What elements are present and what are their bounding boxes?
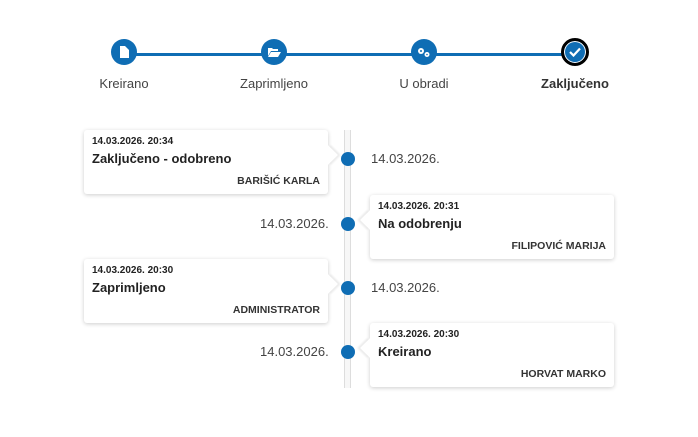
timeline-dot — [341, 345, 355, 359]
card-title: Kreirano — [378, 344, 432, 359]
timeline-date: 14.03.2026. — [371, 151, 440, 166]
timeline-card: 14.03.2026. 20:30 Kreirano HORVAT MARKO — [360, 323, 614, 387]
stepper-line — [124, 53, 575, 56]
step-label: Zaključeno — [541, 76, 609, 91]
step-label: Kreirano — [99, 76, 149, 91]
card-user: ADMINISTRATOR — [232, 304, 320, 316]
card-title: Zaključeno - odobreno — [92, 151, 232, 166]
timeline-date: 14.03.2026. — [260, 344, 329, 359]
step-zakljuceno: Zaključeno — [515, 38, 635, 91]
card-user: BARIŠIĆ KARLA — [237, 175, 320, 187]
cogs-icon — [411, 39, 437, 65]
step-label: Zaprimljeno — [240, 76, 308, 91]
timeline-card: 14.03.2026. 20:30 Zaprimljeno ADMINISTRA… — [84, 259, 338, 323]
timeline-date: 14.03.2026. — [260, 216, 329, 231]
step-kreirano: Kreirano — [64, 39, 184, 91]
card-timestamp: 14.03.2026. 20:34 — [92, 136, 174, 147]
card-timestamp: 14.03.2026. 20:31 — [378, 201, 460, 212]
check-icon — [561, 38, 589, 66]
timeline-card: 14.03.2026. 20:31 Na odobrenju FILIPOVIĆ… — [360, 195, 614, 259]
timeline-dot — [341, 281, 355, 295]
timeline-dot — [341, 217, 355, 231]
card-user: FILIPOVIĆ MARIJA — [511, 240, 606, 252]
step-zaprimljeno: Zaprimljeno — [214, 39, 334, 91]
card-timestamp: 14.03.2026. 20:30 — [92, 265, 174, 276]
timeline-axis — [344, 130, 351, 388]
folder-open-icon — [261, 39, 287, 65]
file-icon — [111, 39, 137, 65]
timeline-date: 14.03.2026. — [371, 280, 440, 295]
card-user: HORVAT MARKO — [520, 368, 606, 380]
card-title: Zaprimljeno — [92, 280, 166, 295]
card-timestamp: 14.03.2026. 20:30 — [378, 329, 460, 340]
card-title: Na odobrenju — [378, 216, 462, 231]
timeline-card: 14.03.2026. 20:34 Zaključeno - odobreno … — [84, 130, 338, 194]
timeline-dot — [341, 152, 355, 166]
step-label: U obradi — [399, 76, 449, 91]
status-stepper: Kreirano Zaprimljeno U obradi Zaključeno — [0, 0, 698, 110]
step-u-obradi: U obradi — [364, 39, 484, 91]
